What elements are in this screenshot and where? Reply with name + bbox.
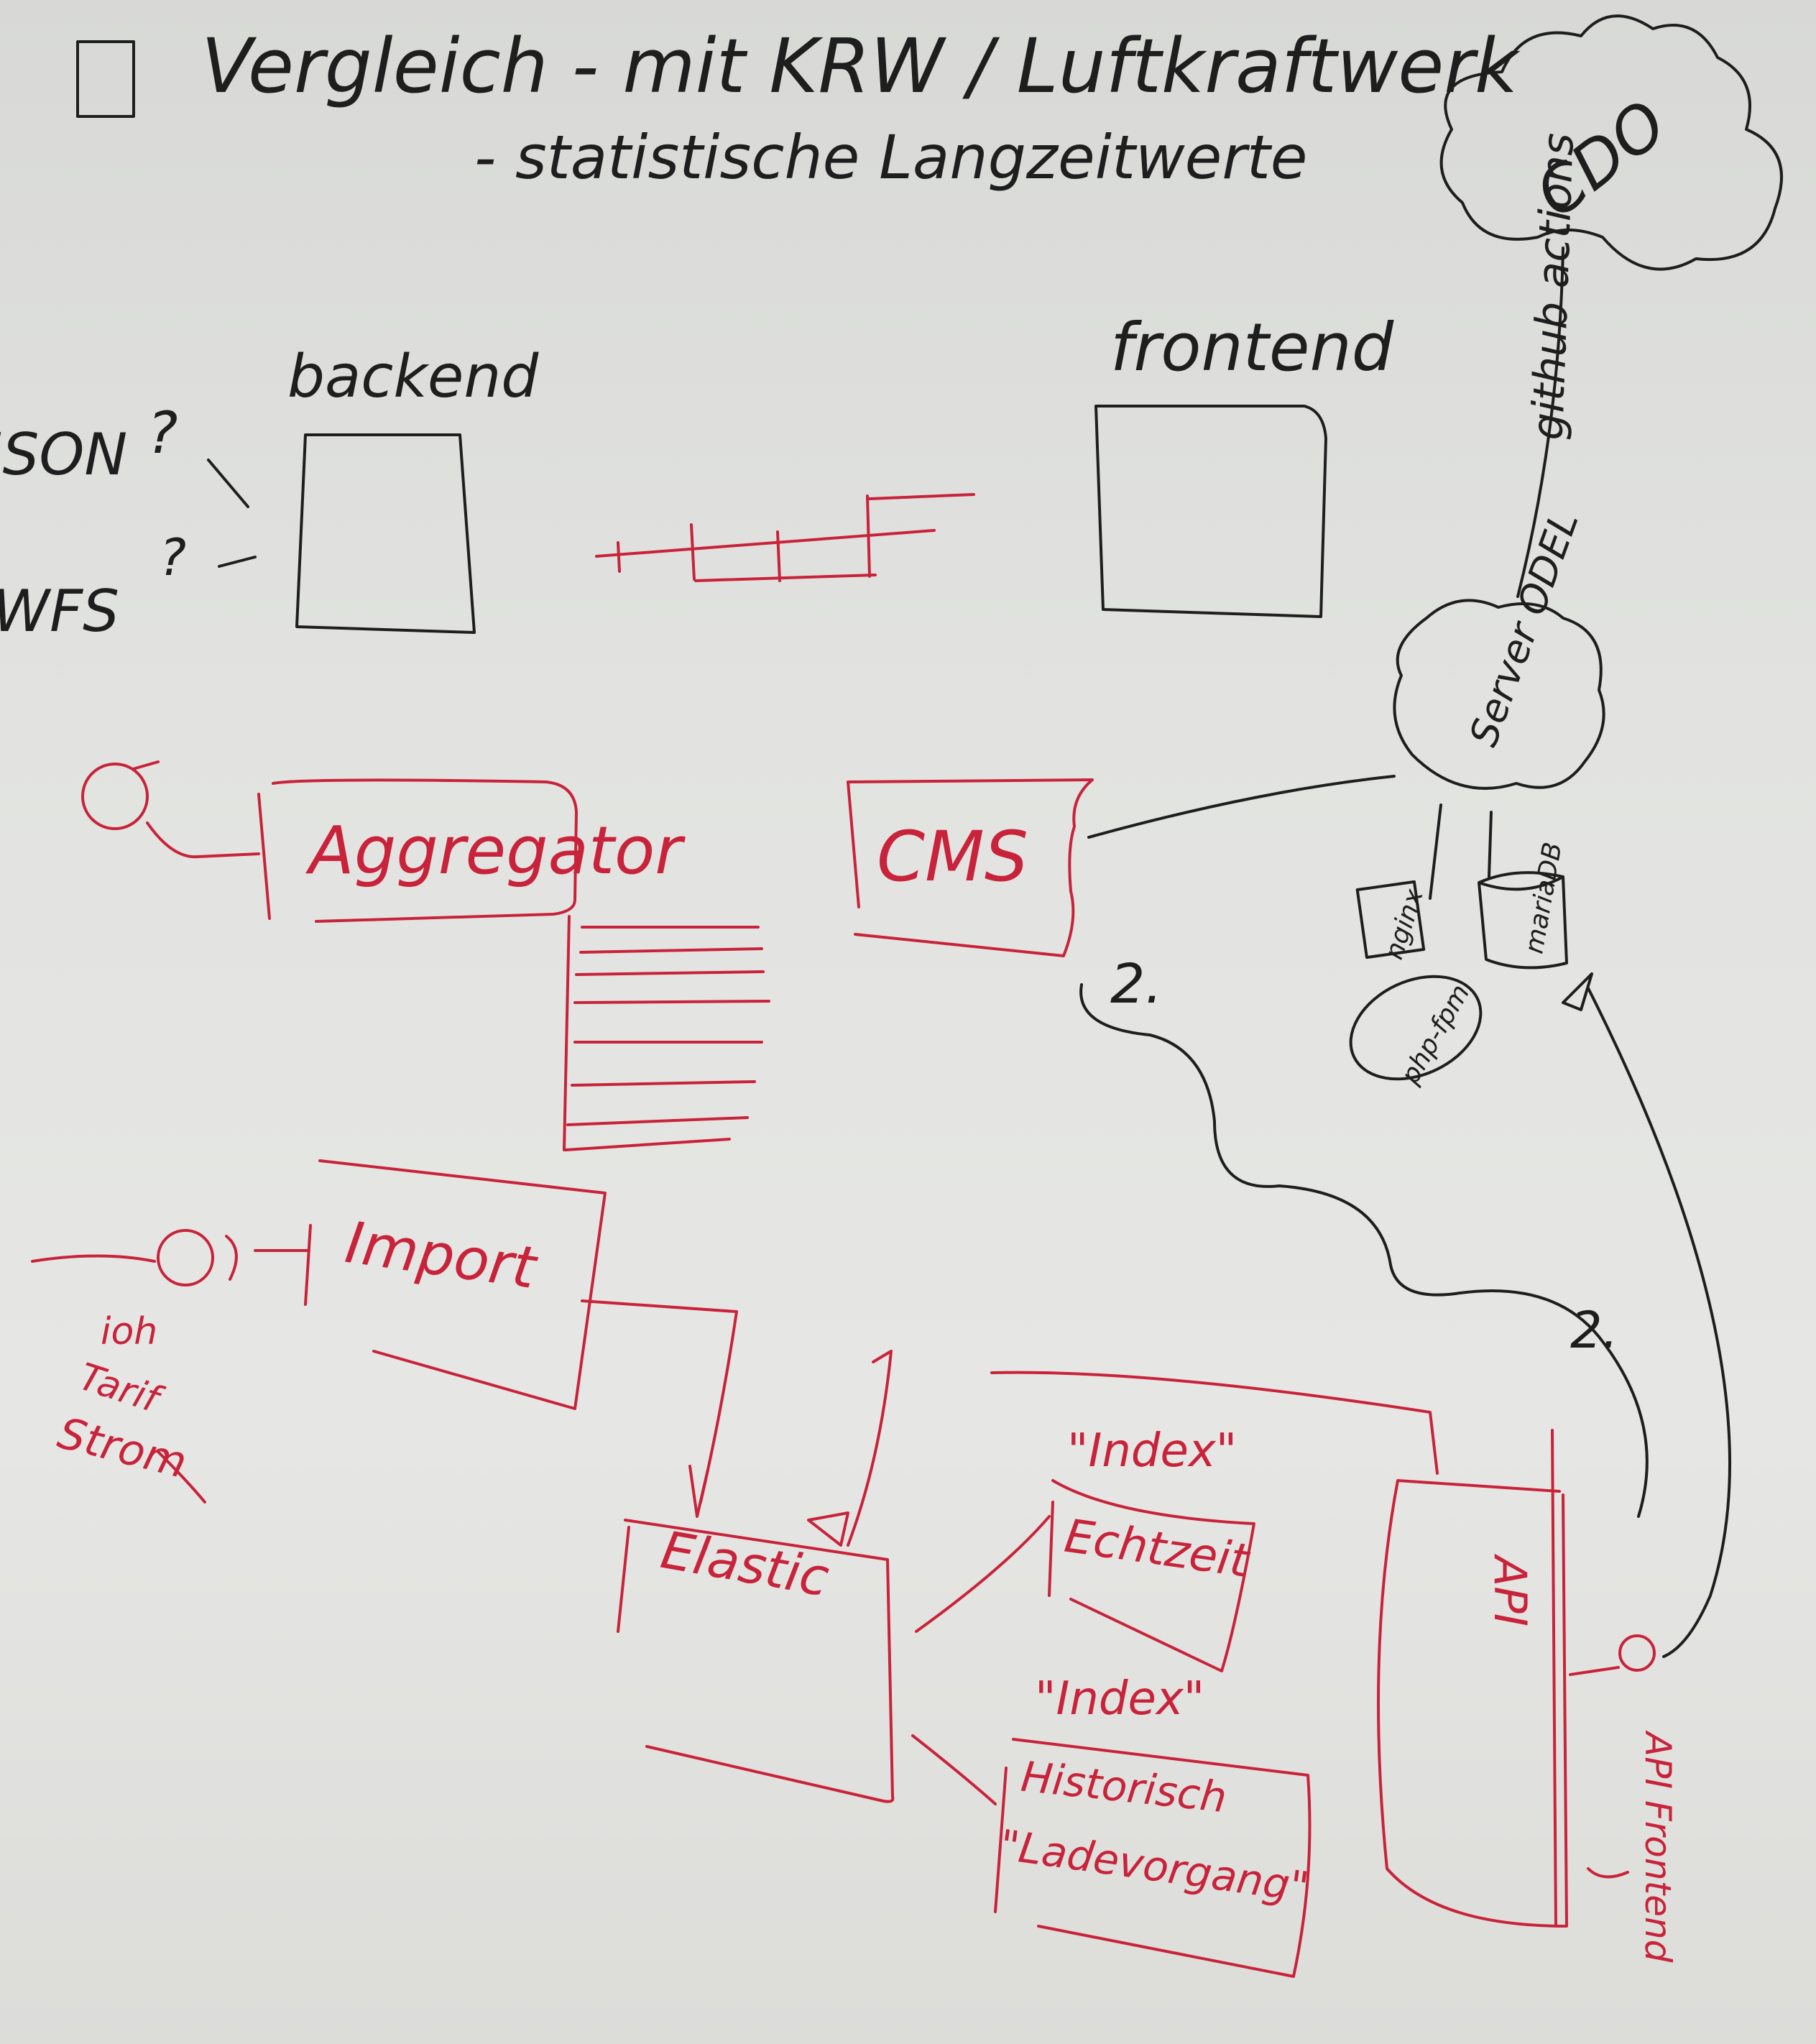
github-actions-line [1516,247,1564,598]
index-2-box-line-2: "Ladevorgang" [997,1820,1312,1912]
api-endpoint-link [1569,1666,1620,1676]
api-label: API [1484,1553,1536,1626]
api-side-label: API Frontend [1637,1730,1679,1963]
cms-box [847,778,1094,957]
elastic-up-line [847,1350,893,1547]
question-2-label: 2. [1570,1301,1618,1360]
import-note-tail [157,1450,206,1504]
json-label: JSON [0,421,127,488]
import-elastic-arrowhead [688,1465,709,1518]
import-note-line-1: ioh [101,1310,157,1353]
phpfpm-label: php-fpm [1395,980,1475,1090]
import-label: Import [341,1209,541,1302]
server-label: Server ODEL [1460,505,1587,752]
elastic-label: Elastic [657,1519,834,1608]
server-stack-line-2 [1488,811,1493,878]
mariadb-arrow-head [1562,972,1593,1011]
index-1-box [1048,1479,1255,1672]
github-actions-label: github actions [1523,132,1584,441]
json-link-line [207,459,249,508]
backend-label: backend [287,343,539,411]
header-line-1: Vergleich - mit KRW / Luftkraftwerk [201,22,1521,110]
aggregator-user-link [146,821,260,859]
cms-server-line [1087,775,1396,839]
elastic-box [617,1519,895,1803]
import-user-icon [157,1229,214,1286]
index-2-label: "Index" [1035,1672,1204,1726]
pipe-connector [595,493,975,582]
cloud-shape [1439,14,1783,271]
nginx-box [1355,880,1426,959]
backend-box [295,433,476,634]
import-user-link [225,1235,310,1281]
server-stack-line-1 [1429,804,1442,900]
elastic-api-line [990,1371,1439,1475]
api-endpoint-icon [1618,1634,1656,1672]
aggregator-box [257,778,578,923]
api-db-line [1587,987,1731,1658]
checkbox-icon [76,40,135,118]
nginx-label: nginx [1379,885,1429,963]
frontend-box [1094,405,1327,618]
elastic-index2-line [911,1734,997,1805]
question-1-label: 2. [1110,952,1163,1016]
aggregator-label: Aggregator [305,812,686,889]
phpfpm-ellipse [1349,975,1483,1081]
index-1-label: "Index" [1067,1424,1237,1478]
index-2-box [994,1738,1312,1978]
wfs-question: ? [160,528,186,587]
mariadb-cylinder [1478,871,1568,970]
cms-wavy-line [1079,983,1649,1518]
wfs-link-line [218,556,257,568]
frontend-label: frontend [1110,309,1394,386]
import-elastic-line [581,1299,738,1504]
cms-label: CMS [877,816,1028,897]
server-cloud [1393,599,1605,790]
aggregator-list [563,915,770,1151]
api-box [1377,1429,1568,1928]
elastic-up-arrowhead [807,1511,849,1547]
aggregator-user-stem [132,760,160,770]
wfs-label: WFS [0,578,119,645]
header-line-2: - statistische Langzeitwerte [474,122,1307,193]
import-note-line-2: Tarif [74,1355,169,1423]
mariadb-label: mariaDB [1519,840,1568,956]
api-side-bracket [1587,1867,1629,1879]
elastic-index1-line [915,1515,1051,1633]
import-input-line [31,1254,156,1263]
json-question: ? [147,400,178,466]
aggregator-user-icon [81,763,149,830]
import-note-line-3: Strom [53,1408,192,1488]
